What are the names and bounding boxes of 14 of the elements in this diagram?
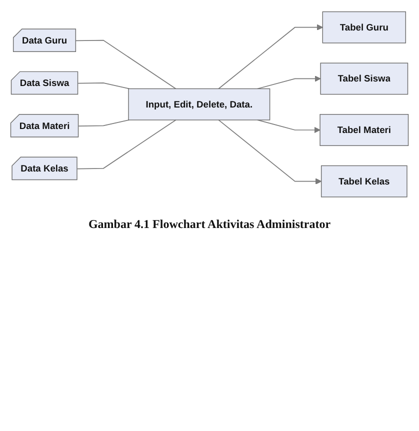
node-box: Tabel Guru xyxy=(322,11,406,44)
figure-caption: Gambar 4.1 Flowchart Aktivitas Administrator xyxy=(87,216,332,232)
arrow xyxy=(218,24,323,90)
arrow xyxy=(256,76,321,90)
arrow xyxy=(218,120,322,184)
node-box: Tabel Materi xyxy=(320,114,409,146)
node-box: Tabel Siswa xyxy=(320,62,408,95)
connector xyxy=(78,82,130,90)
connector xyxy=(78,120,130,126)
connector xyxy=(76,40,176,90)
node-box: Tabel Kelas xyxy=(320,165,408,198)
node-box: Input, Edit, Delete, Data. xyxy=(128,88,270,120)
connector xyxy=(76,120,176,170)
arrow xyxy=(256,120,320,134)
